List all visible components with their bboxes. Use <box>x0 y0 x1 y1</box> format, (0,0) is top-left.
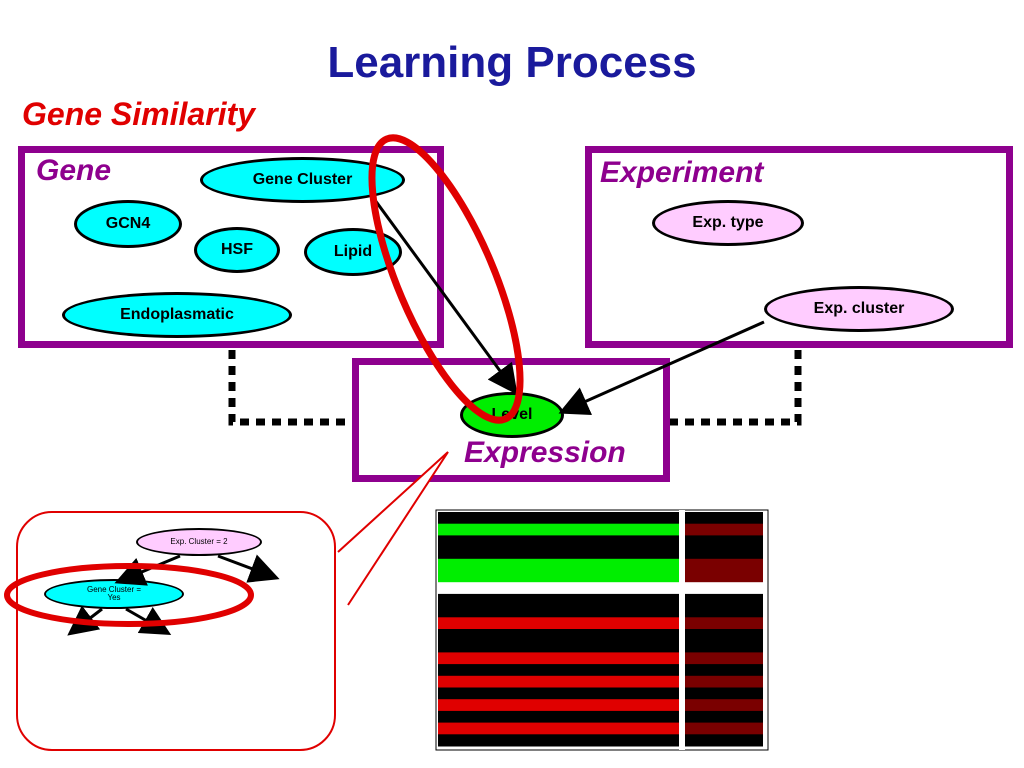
heatmap-cell-right <box>685 570 763 583</box>
heatmap-cell-left <box>438 734 679 747</box>
arrow-gene-cluster-to-level <box>370 195 518 395</box>
heatmap-cell-left <box>438 535 679 548</box>
heatmap-cell-right <box>685 558 763 571</box>
tree-edge-child-right <box>125 607 172 635</box>
heatmap-cell-left <box>438 523 679 536</box>
tree-node-gene-cluster[interactable]: Gene Cluster = Yes <box>44 579 184 609</box>
heatmap-cell-right <box>685 523 763 536</box>
heatmap-cell-left <box>438 582 679 595</box>
expression-heatmap <box>435 509 769 751</box>
heatmap-cell-right <box>685 722 763 735</box>
expression-box <box>352 358 670 482</box>
heatmap-cell-left <box>438 687 679 700</box>
heatmap-cell-left <box>438 664 679 677</box>
heatmap-cell-left <box>438 593 679 607</box>
node-hsf[interactable]: HSF <box>194 227 280 273</box>
heatmap-cell-right <box>685 593 763 607</box>
dotted-connector-right <box>670 350 802 426</box>
heatmap-cell-right <box>685 605 763 618</box>
node-gcn4[interactable]: GCN4 <box>74 200 182 248</box>
tree-edge-root-right <box>217 554 280 583</box>
heatmap-cell-left <box>438 640 679 653</box>
heatmap-cell-right <box>685 512 763 525</box>
subtitle-gene-similarity: Gene Similarity <box>22 96 255 132</box>
heatmap-cell-left <box>438 722 679 735</box>
tree-node-gene-cluster-line1: Gene Cluster = <box>86 584 142 594</box>
expression-box-label: Expression <box>464 436 626 469</box>
node-endoplasmatic[interactable]: Endoplasmatic <box>62 292 292 338</box>
heatmap-cell-left <box>438 570 679 583</box>
experiment-box-label: Experiment <box>600 156 764 189</box>
heatmap-cell-right <box>685 582 763 595</box>
arrow-exp-cluster-to-level <box>558 320 765 415</box>
heatmap-cell-right <box>685 675 763 688</box>
callout-pointer <box>337 451 449 606</box>
node-exp-type[interactable]: Exp. type <box>652 200 804 246</box>
heatmap-cell-left <box>438 617 679 630</box>
heatmap-divider <box>679 510 685 750</box>
heatmap-cell-right <box>685 547 763 560</box>
gene-box <box>18 146 444 348</box>
heatmap-cell-left <box>438 710 679 724</box>
experiment-box <box>585 146 1013 348</box>
heatmap-cell-right <box>685 535 763 548</box>
node-exp-cluster[interactable]: Exp. cluster <box>764 286 954 332</box>
heatmap-cell-right <box>685 617 763 630</box>
heatmap-cell-right <box>685 699 763 712</box>
heatmap-cell-right <box>685 664 763 677</box>
heatmap-cell-right <box>685 687 763 700</box>
heatmap-cell-left <box>438 675 679 688</box>
heatmap-cell-left <box>438 652 679 665</box>
heatmap-cell-left <box>438 558 679 571</box>
tree-node-exp-cluster[interactable]: Exp. Cluster = 2 <box>136 528 262 556</box>
red-highlight-ellipse-callout <box>4 563 254 627</box>
heatmap-cell-left <box>438 512 679 525</box>
tree-node-gene-cluster-line2: Yes <box>107 593 121 602</box>
heatmap-cell-right <box>685 710 763 724</box>
heatmap-cell-right <box>685 734 763 747</box>
heatmap-cell-left <box>438 629 679 642</box>
heatmap-cell-left <box>438 605 679 618</box>
page-title: Learning Process <box>327 38 697 87</box>
red-highlight-ellipse-main <box>368 134 524 424</box>
heatmap-cell-right <box>685 629 763 642</box>
dotted-connector-left <box>228 350 352 426</box>
heatmap-cell-right <box>685 640 763 653</box>
heatmap-cell-right <box>685 652 763 665</box>
heatmap-cell-left <box>438 547 679 560</box>
gene-box-label: Gene <box>36 154 112 187</box>
heatmap-cell-left <box>438 699 679 712</box>
